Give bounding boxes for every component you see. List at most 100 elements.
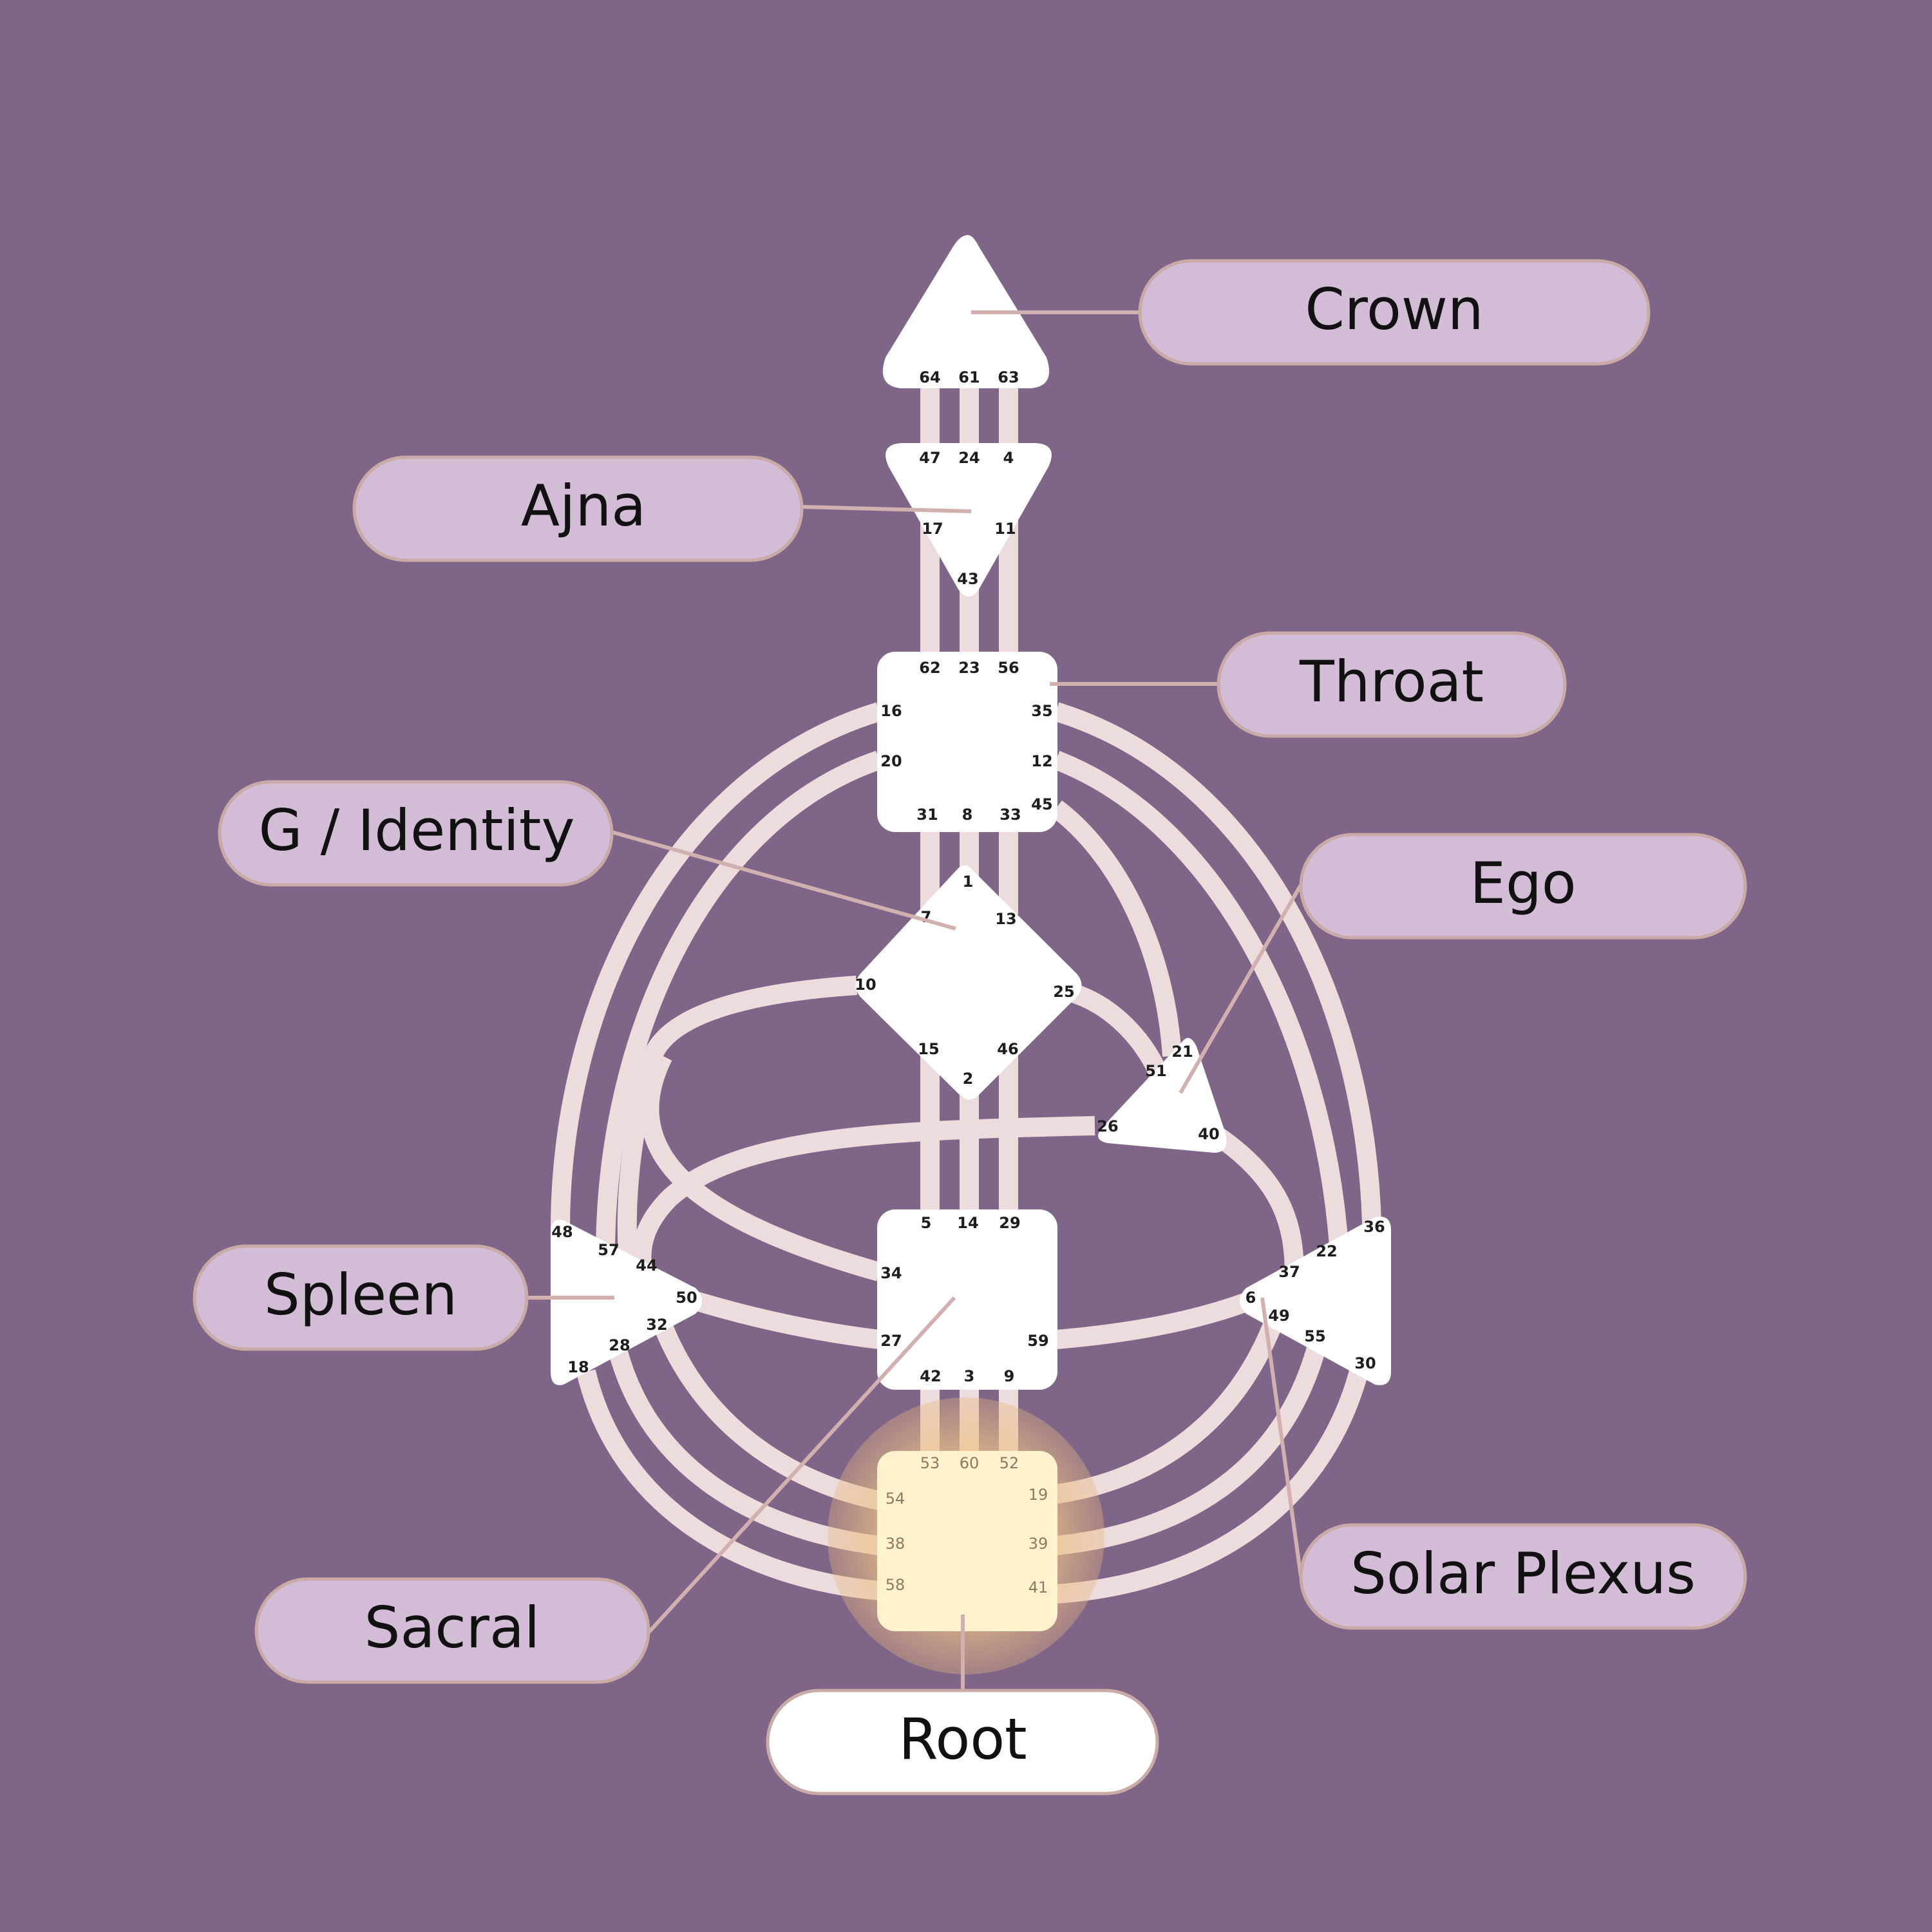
gate-24: 24: [958, 449, 980, 467]
gate-52: 52: [999, 1454, 1019, 1472]
solar-plexus-label: Solar Plexus: [1350, 1540, 1696, 1607]
throat-label: Throat: [1299, 649, 1484, 715]
root-pill: [766, 1689, 1159, 1795]
label-throat[interactable]: Throat: [1217, 631, 1567, 738]
gate-57: 57: [598, 1241, 619, 1259]
labels: Crown Ajna Throat G / Identity Ego Splee…: [193, 259, 1747, 1795]
g-identity-pill: [218, 780, 614, 887]
gate-16: 16: [880, 702, 902, 720]
throat-center: [877, 652, 1057, 832]
gate-15: 15: [918, 1040, 939, 1058]
channel-35-36: [1053, 702, 1381, 1224]
channel-12-22: [1052, 751, 1349, 1256]
leader-ego: [1179, 884, 1303, 1094]
gate-29: 29: [999, 1214, 1020, 1232]
label-spleen[interactable]: Spleen: [193, 1244, 529, 1351]
leader-solar-plexus: [1260, 1297, 1303, 1577]
gate-22: 22: [1316, 1242, 1337, 1260]
gate-35: 35: [1031, 702, 1052, 720]
sacral-center: [877, 1209, 1057, 1390]
label-root[interactable]: Root: [766, 1689, 1159, 1795]
gate-50: 50: [676, 1289, 697, 1307]
gate-17: 17: [922, 520, 943, 538]
gate-28: 28: [609, 1336, 630, 1354]
label-solar-plexus[interactable]: Solar Plexus: [1299, 1523, 1747, 1630]
gate-53: 53: [920, 1454, 940, 1472]
gate-54: 54: [886, 1490, 905, 1508]
label-g-identity[interactable]: G / Identity: [218, 780, 614, 887]
gate-41: 41: [1028, 1578, 1048, 1596]
gate-31: 31: [916, 806, 938, 824]
ajna-center: [886, 443, 1052, 597]
label-ajna[interactable]: Ajna: [352, 455, 804, 562]
gate-36: 36: [1363, 1218, 1385, 1236]
gate-1: 1: [963, 873, 974, 891]
channel-25-51: [1066, 982, 1168, 1079]
channel-55-39: [1055, 1343, 1327, 1555]
spleen-label: Spleen: [264, 1262, 457, 1328]
channels: [551, 380, 1381, 1604]
gate-58: 58: [886, 1576, 905, 1594]
ajna-label: Ajna: [521, 473, 646, 539]
label-crown[interactable]: Crown: [1138, 259, 1651, 366]
channel-45-21: [1050, 800, 1182, 1057]
gate-39: 39: [1028, 1535, 1048, 1553]
gate-21: 21: [1171, 1043, 1193, 1061]
gate-51: 51: [1145, 1062, 1166, 1080]
gate-59: 59: [1027, 1332, 1048, 1350]
leader-ajna: [801, 505, 972, 513]
gate-8: 8: [962, 806, 973, 824]
solar-plexus-center: [1240, 1217, 1391, 1385]
channel-18-58: [576, 1369, 880, 1600]
channel-59-6: [1055, 1291, 1253, 1349]
gate-43: 43: [957, 570, 978, 588]
sacral-label: Sacral: [365, 1595, 540, 1661]
gate-44: 44: [636, 1256, 657, 1274]
gate-2: 2: [963, 1070, 974, 1088]
root-center: [877, 1451, 1057, 1631]
channel-30-41: [1055, 1369, 1368, 1604]
solar-plexus-pill: [1299, 1523, 1747, 1630]
gate-14: 14: [957, 1214, 978, 1232]
gate-18: 18: [567, 1358, 589, 1376]
sacral-pill: [254, 1577, 650, 1684]
gate-48: 48: [551, 1223, 573, 1241]
gate-4: 4: [1003, 449, 1014, 467]
gate-55: 55: [1304, 1327, 1325, 1345]
gate-62: 62: [919, 659, 940, 677]
gate-6: 6: [1245, 1289, 1256, 1307]
gate-64: 64: [919, 368, 940, 386]
label-ego[interactable]: Ego: [1299, 833, 1747, 940]
ajna-pill: [352, 455, 804, 562]
gate-numbers: 64 61 63 47 24 4 17 11 43 62 23 56 16 35…: [551, 368, 1385, 1596]
spleen-center: [551, 1220, 702, 1385]
gate-10: 10: [855, 976, 876, 994]
label-sacral[interactable]: Sacral: [254, 1577, 650, 1684]
gate-26: 26: [1097, 1117, 1118, 1135]
gate-40: 40: [1198, 1125, 1219, 1143]
gate-37: 37: [1278, 1263, 1300, 1281]
ego-pill: [1299, 833, 1747, 940]
channel-26-44: [632, 1116, 1095, 1278]
crown-center: [882, 235, 1050, 388]
channel-20-57: [596, 750, 882, 1256]
gate-27: 27: [880, 1332, 902, 1350]
leader-sacral: [647, 1296, 956, 1634]
gate-60: 60: [960, 1454, 980, 1472]
ego-label: Ego: [1470, 850, 1576, 916]
gate-23: 23: [958, 659, 980, 677]
root-label: Root: [898, 1706, 1027, 1772]
gate-30: 30: [1354, 1354, 1376, 1372]
spleen-pill: [193, 1244, 529, 1351]
channel-50-27: [692, 1291, 880, 1349]
crown-pill: [1138, 259, 1651, 366]
channel-16-48: [551, 702, 882, 1231]
gate-20: 20: [880, 752, 902, 770]
throat-pill: [1217, 631, 1567, 738]
g-center: [855, 865, 1082, 1100]
gate-9: 9: [1004, 1367, 1015, 1385]
gate-61: 61: [958, 368, 980, 386]
gate-25: 25: [1053, 983, 1074, 1001]
gate-3: 3: [964, 1367, 975, 1385]
